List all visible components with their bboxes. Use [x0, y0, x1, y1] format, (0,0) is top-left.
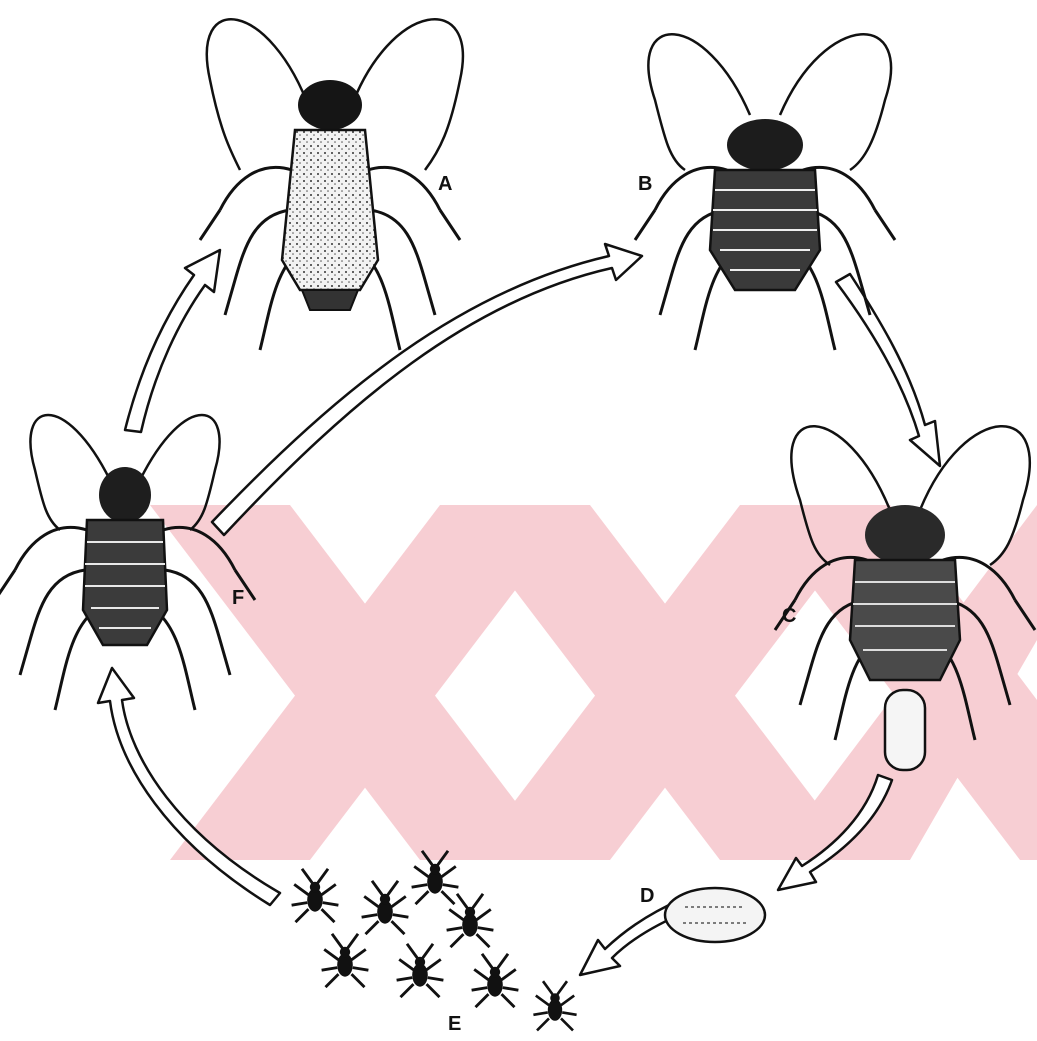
stage-a-adult: [200, 19, 463, 350]
stage-label-f: F: [232, 587, 244, 609]
stage-label-a: A: [438, 173, 452, 195]
stage-label-c: C: [782, 605, 796, 627]
arrow-b-to-c: [836, 274, 940, 466]
arrow-f-to-a: [125, 250, 220, 432]
hatchling-nymphs-icon: [292, 851, 577, 1031]
stage-d-egg-case: [665, 888, 765, 942]
stage-label-b: B: [638, 173, 652, 195]
cycle-arrows: [98, 244, 940, 975]
stage-label-d: D: [640, 885, 654, 907]
adult-cockroach-icon: [200, 19, 463, 350]
egg-case-icon: [665, 888, 765, 942]
stage-label-e: E: [448, 1013, 461, 1035]
stage-e-hatchlings: [292, 851, 577, 1031]
